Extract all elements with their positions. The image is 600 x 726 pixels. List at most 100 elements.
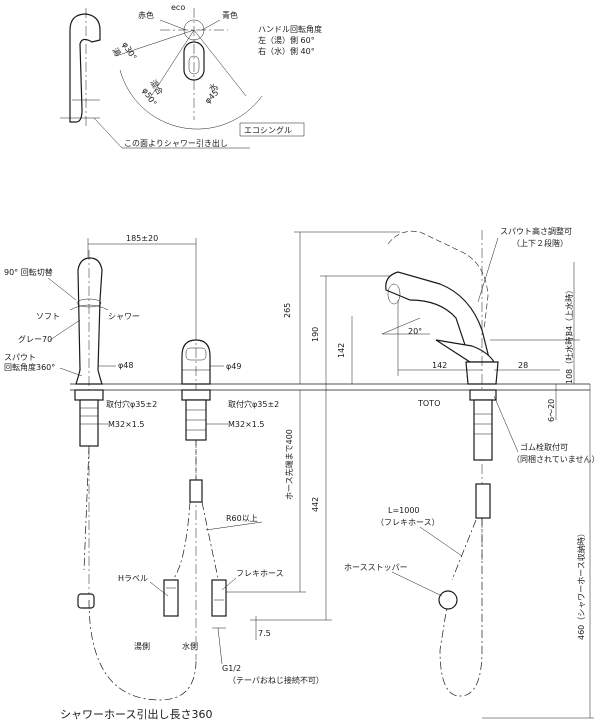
right-connector <box>475 483 491 519</box>
rotation-right-cold: 右（水）側 40° <box>258 46 315 56</box>
rot90-leader <box>47 277 77 301</box>
hot-angle-label: φ30° <box>120 40 138 61</box>
rot-line-cold <box>193 29 247 97</box>
dim-400: ホース先端まで400 <box>284 429 294 500</box>
m32-right-label: M32×1.5 <box>228 420 265 429</box>
toto-label: TOTO <box>417 399 440 408</box>
right-shank <box>473 399 493 461</box>
dim-84: 84（上水時） <box>564 286 574 336</box>
hot-valve <box>163 579 179 617</box>
rubber-label-1: ゴム栓取付可 <box>520 442 568 452</box>
dim-185: 185±20 <box>126 234 158 243</box>
right-nut <box>469 389 497 401</box>
shower-label: シャワー <box>108 312 140 321</box>
handle-top-slot <box>188 55 200 75</box>
hot-zone-label: 湯 <box>110 46 123 58</box>
front-views: 185±20 90° 回転切替 ソフト シャワー グレー70 スパウト 回転角度… <box>4 226 600 719</box>
red-leader <box>159 19 187 31</box>
rubber-label-2: （同梱されていません） <box>512 454 600 464</box>
soft-shower-arrow <box>69 304 109 311</box>
angle-20: 20° <box>408 327 422 336</box>
spout-raised <box>387 230 489 331</box>
spout-outlet <box>387 283 401 305</box>
rotation-left-hot: 左（湯）側 60° <box>258 35 315 45</box>
cold-valve <box>211 579 227 617</box>
hose-stopper-leader <box>391 571 443 597</box>
h-label: Hラベル <box>118 574 148 583</box>
flexi-leader <box>221 577 237 591</box>
height-adjust-label-2: （上下２段階） <box>512 238 568 248</box>
hole-right-label: 取付穴φ35±2 <box>228 399 279 409</box>
cold-side-label: 水側 <box>182 641 198 651</box>
left-shower-hose <box>83 445 90 571</box>
left-shank <box>79 399 99 447</box>
cold-angle-label: φ45° <box>203 85 223 105</box>
spout-head <box>385 271 491 363</box>
blue-leader <box>201 19 221 31</box>
taper-label: （テーパおねじ接続不可） <box>228 675 324 685</box>
eco-label: eco <box>171 3 185 12</box>
center-hose-connector <box>189 479 203 503</box>
shower-pull-leader <box>93 117 123 149</box>
spout-base <box>465 361 499 385</box>
rot-line-hot <box>115 29 195 57</box>
spout-rot-label-1: スパウト <box>4 353 36 362</box>
dim-142h: 142 <box>432 361 447 370</box>
rubber-leader <box>493 395 519 453</box>
hose-stopper <box>438 590 458 610</box>
hose-hot <box>173 501 191 579</box>
top-view: 赤色 eco 青色 ハンドル回転角度 左（湯）側 60° 右（水）側 40° 湯… <box>60 3 322 149</box>
dim-142v: 142 <box>337 343 346 358</box>
left-spout-body <box>75 257 103 385</box>
hose-len-leader <box>419 526 463 557</box>
angle-20-line <box>381 317 421 335</box>
hole-left-label: 取付穴φ35±2 <box>106 399 157 409</box>
center-nut <box>181 389 211 401</box>
dim-460: 460（シャワーホース収納時） <box>576 529 586 640</box>
dim-75: 7.5 <box>258 629 271 638</box>
dim-190: 190 <box>311 327 320 342</box>
height-adjust-leader <box>477 237 499 303</box>
hose-cold <box>201 501 219 579</box>
h-leader <box>149 581 169 597</box>
hose-len-label-1: L=1000 <box>388 506 420 515</box>
spout-rot-leader <box>59 367 83 377</box>
soft-label: ソフト <box>36 312 60 321</box>
eco-single-box <box>239 122 305 137</box>
dim-442: 442 <box>311 497 320 512</box>
r60-leader <box>205 521 263 531</box>
phi48-label: φ48 <box>118 361 133 370</box>
right-hose-a <box>451 519 477 581</box>
dim-265: 265 <box>283 303 292 318</box>
height-adjust-label-1: スパウト高さ調整可 <box>500 226 572 236</box>
footer-note: シャワーホース引出し長さ360 <box>60 707 212 721</box>
top-profile-spout <box>69 13 101 123</box>
gray-leader <box>49 319 81 341</box>
red-color-label: 赤色 <box>138 10 154 20</box>
flexi-label: フレキホース <box>236 569 284 578</box>
m32-left-label: M32×1.5 <box>108 420 145 429</box>
shower-pull-note: この面よりシャワー引き出し <box>124 138 228 148</box>
right-hose-loop <box>439 518 483 697</box>
gray-label: グレー70 <box>18 334 52 344</box>
g12-leader <box>217 627 223 665</box>
rot90-label: 90° 回転切替 <box>4 267 53 277</box>
g12-label: G1/2 <box>222 664 241 673</box>
dim-108: 108（吐水時） <box>564 329 574 384</box>
hot-side-label: 湯側 <box>134 641 150 651</box>
blue-color-label: 青色 <box>222 10 238 20</box>
handle-rotation-title: ハンドル回転角度 <box>258 24 322 34</box>
hose-stopper-label: ホースストッパー <box>344 563 408 572</box>
rotation-arc <box>119 69 263 130</box>
dim-28: 28 <box>518 361 528 370</box>
left-weight <box>77 593 95 609</box>
dim-6-20: 6～20 <box>547 399 556 422</box>
hose-len-label-2: （フレキホース） <box>376 518 440 527</box>
r60-label: R60以上 <box>226 514 258 523</box>
rot-line-mix <box>149 29 195 99</box>
eco-single-label: エコシングル <box>244 125 292 135</box>
shower-loop <box>88 599 197 701</box>
phi49-label: φ49 <box>226 362 241 371</box>
